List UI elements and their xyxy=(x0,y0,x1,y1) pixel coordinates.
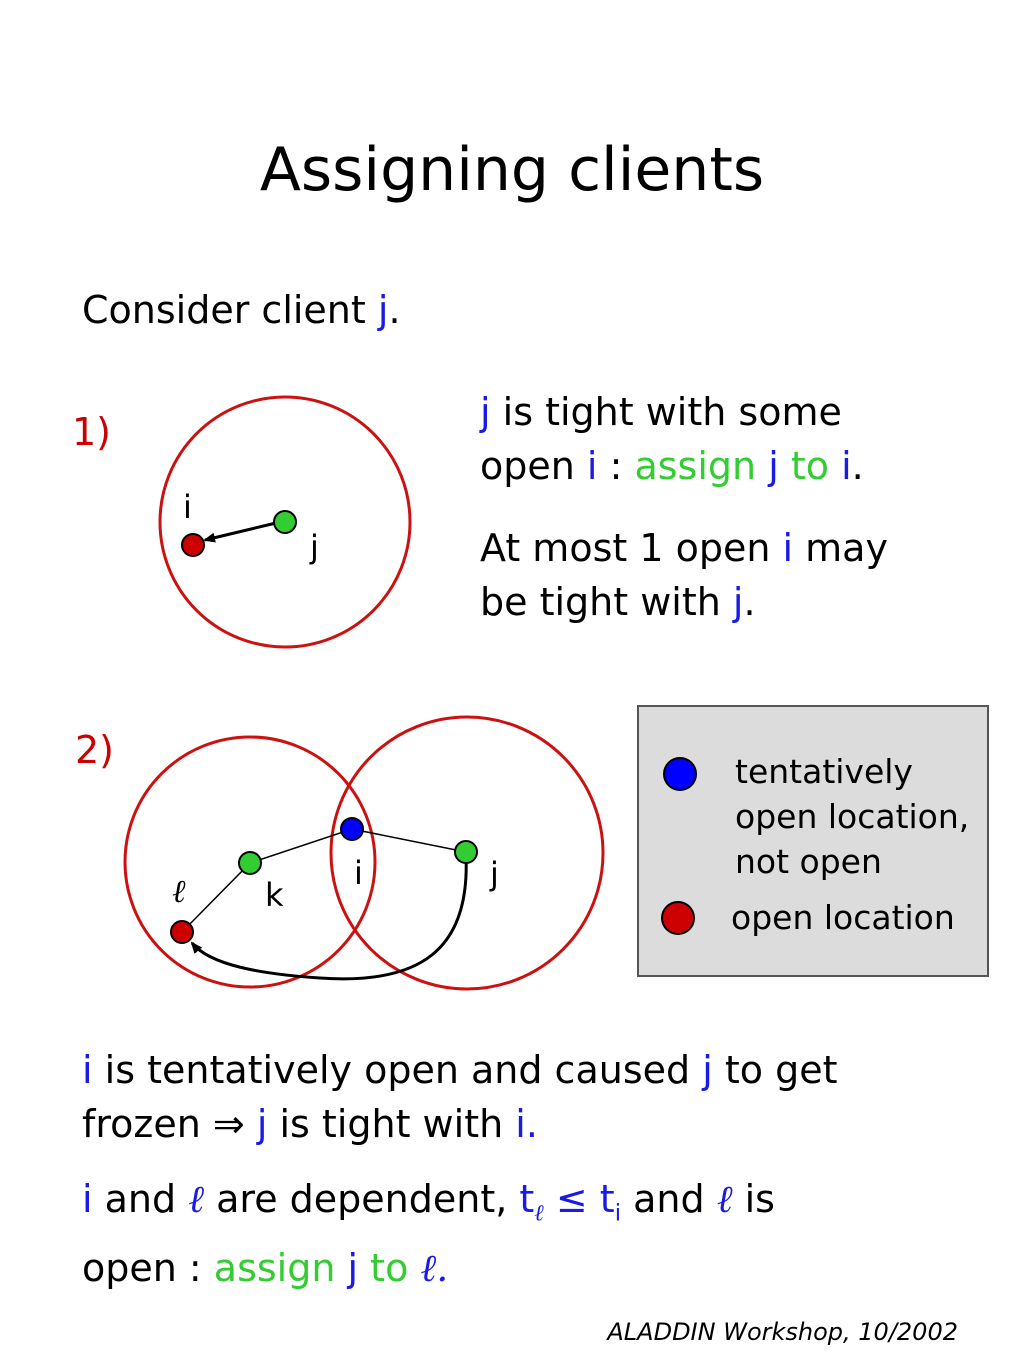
case-2-label-i: i xyxy=(354,854,363,892)
case-2-open-node-l xyxy=(170,920,194,944)
case-2-ball-right xyxy=(329,715,605,991)
case-2-client-node-j xyxy=(454,840,478,864)
tentative-location-legend-icon xyxy=(663,757,697,791)
legend-box: tentatively open location, not open open… xyxy=(637,705,989,977)
legend-tentative-text: tentatively open location, not open xyxy=(735,752,970,881)
case-2-text-2: i and ℓ are dependent, tℓ ≤ ti and ℓ is … xyxy=(82,1177,775,1290)
slide-title: Assigning clients xyxy=(259,135,765,205)
case-2-ball-left xyxy=(123,735,377,989)
case-1-text-2: At most 1 open i may be tight with j. xyxy=(480,526,888,624)
case-2-label-j: j xyxy=(490,855,499,893)
footer-text: ALADDIN Workshop, 10/2002 xyxy=(607,1318,958,1346)
case-1-open-node-i xyxy=(181,533,205,557)
case-2-path xyxy=(181,828,467,933)
case-1-assign-arrow xyxy=(203,521,277,543)
case-2-client-node-k xyxy=(238,851,262,875)
open-location-legend-icon xyxy=(661,901,695,935)
case-2-text-1: i is tentatively open and caused j to ge… xyxy=(82,1048,838,1146)
case-1-label-j: j xyxy=(310,528,319,566)
case-1-ball xyxy=(158,395,412,649)
case-2-tentative-node-i xyxy=(340,817,364,841)
case-1-label-i: i xyxy=(183,488,192,526)
intro-text: Consider client j. xyxy=(82,288,401,332)
legend-open-text: open location xyxy=(731,898,955,937)
case-2-label-l: ℓ xyxy=(172,872,186,910)
case-1-text-1: j is tight with some open i : assign j t… xyxy=(480,390,864,488)
case-2-assign-arrow xyxy=(190,855,468,981)
case-1-number: 1) xyxy=(72,410,112,454)
case-2-number: 2) xyxy=(75,728,115,772)
case-1-client-node-j xyxy=(273,510,297,534)
case-2-label-k: k xyxy=(265,876,284,914)
